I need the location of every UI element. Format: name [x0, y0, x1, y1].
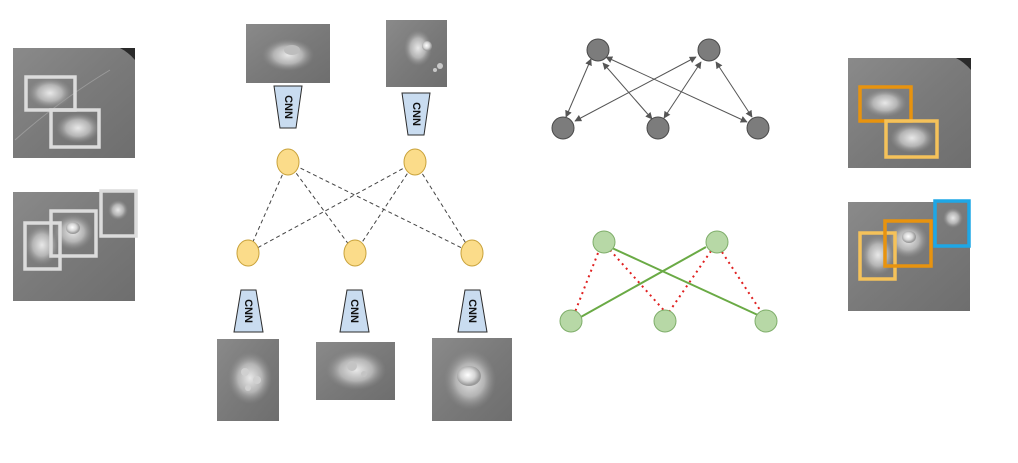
graph-node: [403, 148, 427, 176]
graph-node: [592, 230, 616, 254]
cnn-encoder-top-2: CNN: [401, 92, 431, 136]
graph-node: [586, 38, 610, 62]
graph-node: [653, 309, 677, 333]
directed-graph-edges: [565, 56, 753, 123]
cnn-label: CNN: [410, 102, 422, 126]
graph-node: [697, 38, 721, 62]
graph-node: [646, 116, 670, 140]
graph-node: [276, 148, 300, 176]
cnn-encoder-bottom-1: CNN: [233, 289, 264, 333]
cnn-label: CNN: [282, 95, 294, 119]
track-box-light-orange: [884, 119, 939, 159]
frame-output-top: [848, 58, 971, 168]
graph-node: [705, 230, 729, 254]
graph-node: [460, 239, 484, 267]
cell-patch-top-2: [386, 20, 447, 87]
cell-patch-top-1: [246, 24, 330, 83]
cnn-encoder-top-1: CNN: [273, 85, 303, 129]
graph-edges-dashed: [247, 161, 473, 254]
matching-graph-edges-rejected: [574, 249, 763, 316]
track-box-blue: [933, 199, 971, 248]
directed-graph-nodes: [551, 38, 770, 140]
cell-patch-bottom-1: [217, 339, 279, 421]
track-box-light-orange: [858, 231, 897, 281]
graph-node: [551, 116, 575, 140]
cell-patch-bottom-2: [316, 342, 395, 400]
detection-box: [49, 108, 101, 149]
cnn-label: CNN: [348, 299, 360, 323]
detection-box: [49, 209, 98, 258]
matching-graph-nodes: [559, 230, 778, 333]
graph-node: [343, 239, 367, 267]
frame-t-left-top: [13, 48, 135, 158]
detection-box: [23, 221, 62, 271]
frame-t-left-bottom: [13, 189, 138, 301]
cnn-label: CNN: [242, 299, 254, 323]
graph-nodes-yellow: [236, 148, 484, 267]
cnn-encoder-bottom-2: CNN: [339, 289, 370, 333]
track-box-orange: [883, 219, 933, 268]
cnn-label: CNN: [466, 299, 478, 323]
graph-node: [559, 309, 583, 333]
graph-node: [754, 309, 778, 333]
matching-graph-edges-accepted: [578, 246, 761, 319]
graph-node: [236, 239, 260, 267]
graph-node: [746, 116, 770, 140]
cell-patch-bottom-3: [432, 338, 512, 421]
detection-box: [99, 189, 138, 238]
frame-output-bottom: [848, 199, 971, 311]
cnn-encoder-bottom-3: CNN: [457, 289, 488, 333]
